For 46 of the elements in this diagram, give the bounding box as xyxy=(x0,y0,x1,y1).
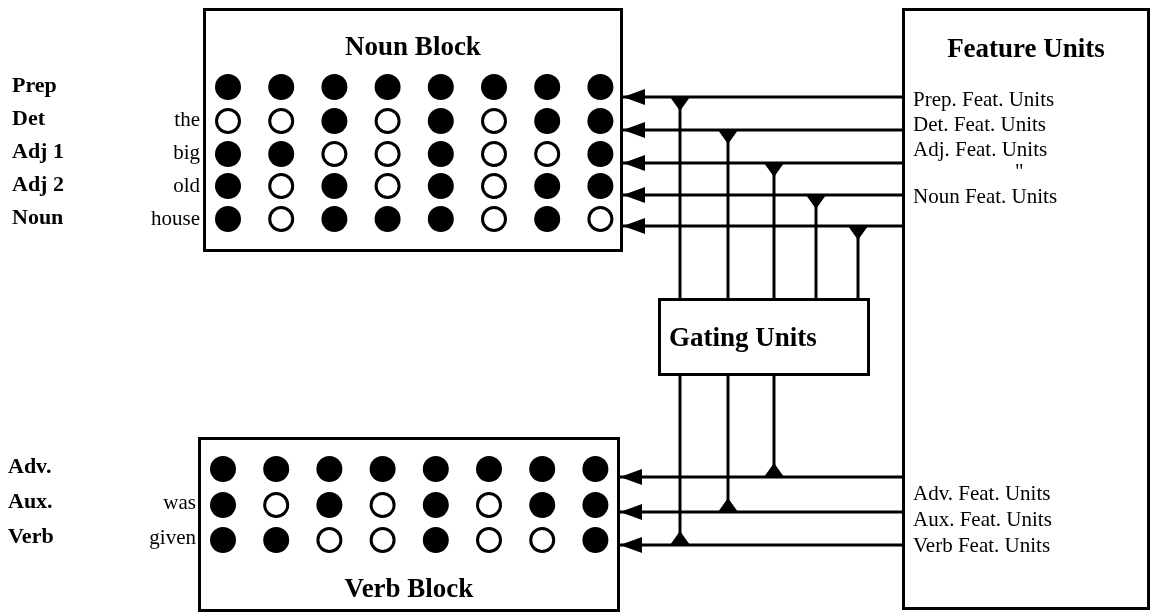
gating-line xyxy=(718,376,738,512)
gating-units-box xyxy=(658,298,870,376)
gating-line xyxy=(670,376,690,545)
word-label: big xyxy=(173,142,200,163)
feature-label: Prep. Feat. Units xyxy=(913,89,1055,110)
row-label: Aux. xyxy=(8,490,53,512)
ditto-mark: " xyxy=(1015,161,1024,182)
word-label: was xyxy=(163,492,196,513)
block-title: Verb Block xyxy=(343,575,475,602)
arrow xyxy=(623,89,902,105)
row-label: Noun xyxy=(12,206,64,228)
feature-units-panel xyxy=(902,8,1150,610)
feature-label: Noun Feat. Units xyxy=(913,186,1058,207)
row-label: Adj 2 xyxy=(12,173,64,195)
feature-label: Adv. Feat. Units xyxy=(913,483,1051,504)
gating-line xyxy=(764,163,784,298)
row-label: Verb xyxy=(8,525,54,547)
arrow xyxy=(623,155,902,171)
row-label: Adv. xyxy=(8,455,52,477)
feature-label: Det. Feat. Units xyxy=(913,114,1046,135)
feature-label: Verb Feat. Units xyxy=(913,535,1051,556)
row-label: Adj 1 xyxy=(12,140,64,162)
arrow xyxy=(620,537,902,553)
word-label: given xyxy=(149,527,196,548)
row-label: Prep xyxy=(12,74,57,96)
arrow xyxy=(620,469,902,485)
word-label: house xyxy=(151,208,200,229)
row-label: Det xyxy=(12,107,45,129)
feature-label: Aux. Feat. Units xyxy=(913,509,1052,530)
gating-line xyxy=(718,130,738,298)
arrow xyxy=(623,122,902,138)
word-label: old xyxy=(173,175,200,196)
feature-label: Adj. Feat. Units xyxy=(913,139,1048,160)
box-title: Gating Units xyxy=(669,324,817,351)
gating-line xyxy=(670,97,690,298)
arrow xyxy=(620,504,902,520)
block-title: Noun Block xyxy=(344,33,482,60)
gating-line xyxy=(764,376,784,477)
noun-block-panel xyxy=(203,8,623,252)
gating-line xyxy=(848,226,868,298)
verb-block-panel xyxy=(198,437,620,612)
arrow xyxy=(623,187,902,203)
panel-title: Feature Units xyxy=(946,35,1106,62)
gating-line xyxy=(806,195,826,298)
arrow xyxy=(623,218,902,234)
word-label: the xyxy=(174,109,200,130)
